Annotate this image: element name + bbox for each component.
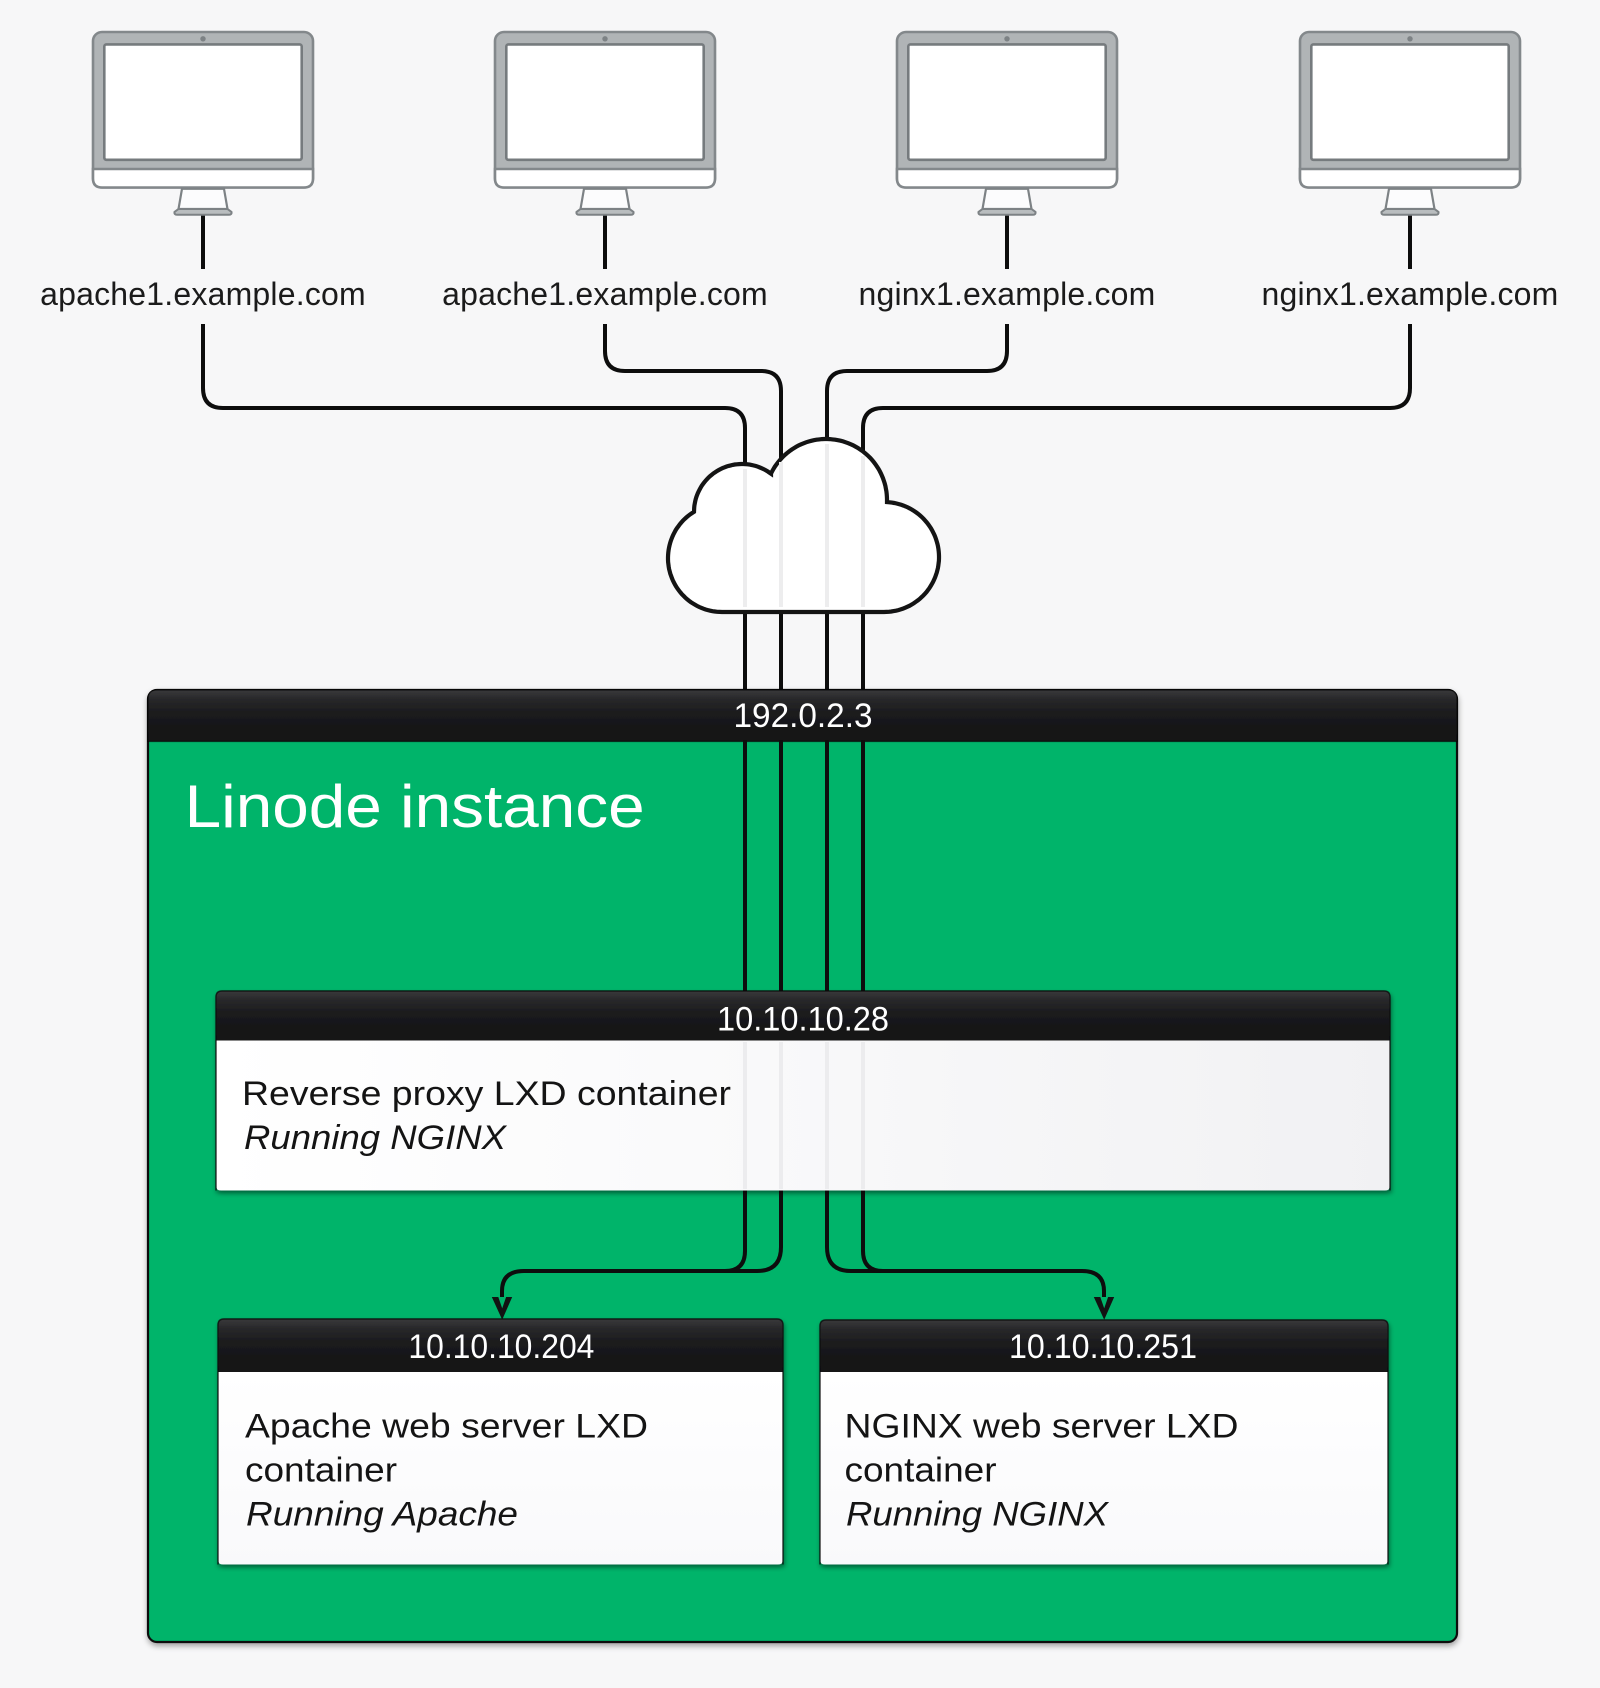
svg-text:Running Apache: Running Apache [246, 1496, 518, 1534]
svg-text:192.0.2.3: 192.0.2.3 [734, 697, 873, 735]
svg-text:NGINX web server LXD: NGINX web server LXD [845, 1408, 1239, 1446]
svg-text:nginx1.example.com: nginx1.example.com [858, 276, 1155, 312]
svg-text:10.10.10.251: 10.10.10.251 [1009, 1328, 1197, 1366]
svg-text:Running NGINX: Running NGINX [846, 1496, 1109, 1534]
svg-text:nginx1.example.com: nginx1.example.com [1261, 276, 1558, 312]
svg-text:Linode instance: Linode instance [185, 773, 645, 840]
svg-text:Running NGINX: Running NGINX [244, 1119, 507, 1157]
svg-text:Reverse proxy LXD container: Reverse proxy LXD container [242, 1075, 731, 1113]
svg-text:10.10.10.28: 10.10.10.28 [717, 1000, 889, 1038]
svg-text:apache1.example.com: apache1.example.com [40, 276, 366, 312]
svg-text:apache1.example.com: apache1.example.com [442, 276, 768, 312]
svg-text:Apache web server LXD: Apache web server LXD [245, 1408, 648, 1446]
svg-text:container: container [245, 1452, 397, 1490]
svg-text:container: container [845, 1452, 997, 1490]
svg-text:10.10.10.204: 10.10.10.204 [408, 1328, 594, 1366]
